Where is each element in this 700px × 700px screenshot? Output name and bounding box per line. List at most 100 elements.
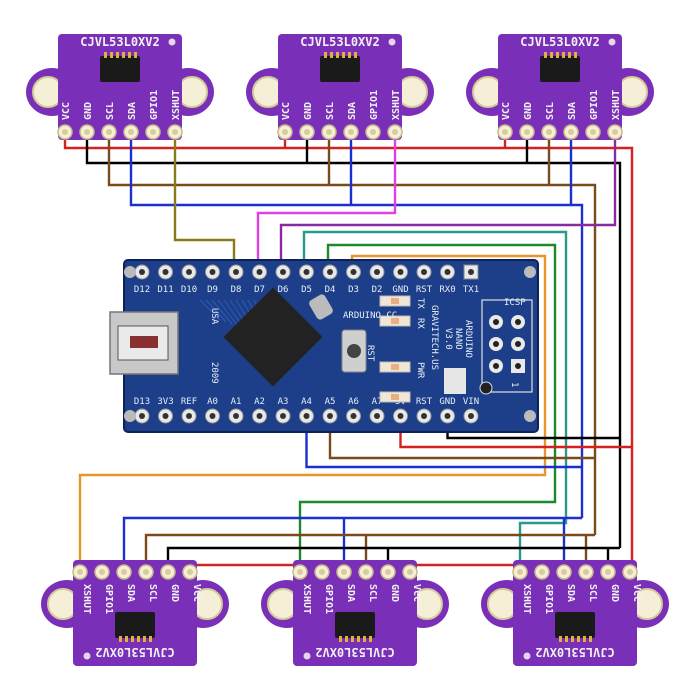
pin-hole xyxy=(186,269,192,275)
pin-hole xyxy=(280,413,286,419)
pin-hole xyxy=(77,569,83,575)
chip-contact xyxy=(562,52,565,58)
label-pin1: 1 xyxy=(509,382,519,387)
pin-label-a2: A2 xyxy=(254,397,265,407)
chip-contact xyxy=(116,52,119,58)
pin-hole xyxy=(468,413,474,419)
icsp-hole xyxy=(493,363,499,369)
pin-label-scl: SCL xyxy=(325,102,336,120)
pin-hole xyxy=(128,129,134,135)
pin-hole xyxy=(297,569,303,575)
wire-sda-bottom-bus xyxy=(122,516,582,572)
pin-hole xyxy=(303,413,310,419)
pin-label-scl: SCL xyxy=(545,102,556,120)
wire-sda-top-bus xyxy=(129,132,584,518)
pin-label-d4: D4 xyxy=(325,285,336,295)
wire-xshut-s6-d6 xyxy=(302,230,568,572)
pin-label-vcc: VCC xyxy=(501,102,512,120)
wire-xshut-s1-d9 xyxy=(173,132,236,272)
label-pwr: PWR xyxy=(415,362,425,379)
pin-hole xyxy=(524,129,530,135)
pin-hole xyxy=(326,129,332,135)
chip-contact xyxy=(125,636,128,642)
label-year: 2009 xyxy=(209,362,219,384)
pin-label-gpio1: GPIO1 xyxy=(323,584,334,614)
pin-hole xyxy=(350,413,357,419)
pcb-trace xyxy=(217,299,239,327)
pin-label-d6: D6 xyxy=(278,285,289,295)
pin-hole xyxy=(605,569,611,575)
chip-contact xyxy=(137,636,140,642)
pin-label-scl: SCL xyxy=(147,584,158,602)
pin-label-sda: SDA xyxy=(347,102,358,120)
pin-hole xyxy=(350,269,357,275)
pin-hole xyxy=(165,569,171,575)
sensor-model-label: CJVL53L0XV2 xyxy=(80,35,159,49)
led-core xyxy=(391,394,399,400)
pin-label-3v3: 3V3 xyxy=(157,397,173,407)
vl53l0x-chip xyxy=(540,56,580,82)
mount-hole xyxy=(524,410,536,422)
pin-hole xyxy=(374,269,380,275)
mount-hole xyxy=(524,266,536,278)
pin-hole xyxy=(363,569,369,575)
pin-hole xyxy=(162,413,169,419)
sensor-pcb xyxy=(498,34,622,140)
pin-label-xshut: XSHUT xyxy=(391,90,402,120)
vl53l0x-chip xyxy=(555,612,595,638)
pin-hole xyxy=(327,413,333,419)
pin-hole xyxy=(421,413,427,419)
pin-hole xyxy=(187,569,193,575)
pin-hole xyxy=(121,569,127,575)
chip-contact xyxy=(110,52,113,58)
pin-hole xyxy=(392,129,398,135)
chip-contact xyxy=(128,52,131,58)
pin-label-gnd: GND xyxy=(523,102,534,120)
pin-hole xyxy=(209,413,216,419)
mount-hole xyxy=(124,266,136,278)
pin-hole xyxy=(256,269,263,275)
pin-label-xshut: XSHUT xyxy=(521,584,532,614)
icsp-hole xyxy=(515,341,521,347)
sensor-model-label: CJVL53L0XV2 xyxy=(520,35,599,49)
reset-button-cap xyxy=(347,344,361,358)
chip-contact xyxy=(589,636,592,642)
pin-hole xyxy=(233,413,239,419)
chip-contact xyxy=(559,636,562,642)
chip-contact xyxy=(131,636,134,642)
pin-hole xyxy=(304,129,310,135)
pin-label-xshut: XSHUT xyxy=(611,90,622,120)
label-gravitech: GRAVITECH.US xyxy=(429,305,439,370)
wire-xshut-s5-d5 xyxy=(298,243,557,572)
pin-label-vin: VIN xyxy=(463,397,479,407)
pin-hole xyxy=(444,269,451,275)
pin-hole xyxy=(590,129,596,135)
chip-contact xyxy=(574,52,577,58)
pin-label-sda: SDA xyxy=(567,102,578,120)
vl53l0x-chip xyxy=(320,56,360,82)
label-arduino: ARDUINO xyxy=(463,320,473,358)
pin-hole xyxy=(561,569,567,575)
chip-contact xyxy=(122,52,125,58)
label-rst: RST xyxy=(365,345,375,362)
pin-label-gnd: GND xyxy=(439,397,455,407)
pin-hole xyxy=(139,269,145,275)
pin-hole xyxy=(319,569,325,575)
pin-hole xyxy=(280,269,286,275)
pin-label-xshut: XSHUT xyxy=(301,584,312,614)
pin-label-gnd: GND xyxy=(389,584,400,602)
pin-label-vcc: VCC xyxy=(191,584,202,602)
sensor-model-label: CJVL53L0XV2 xyxy=(95,645,174,659)
pin-hole xyxy=(374,413,380,419)
wire-xshut-s4-d4 xyxy=(78,254,547,572)
pin-label-gnd: GND xyxy=(392,285,408,295)
sensor-dot xyxy=(388,38,396,46)
pin-hole xyxy=(468,269,474,275)
pin-label-sda: SDA xyxy=(127,102,138,120)
sensor-pcb xyxy=(278,34,402,140)
